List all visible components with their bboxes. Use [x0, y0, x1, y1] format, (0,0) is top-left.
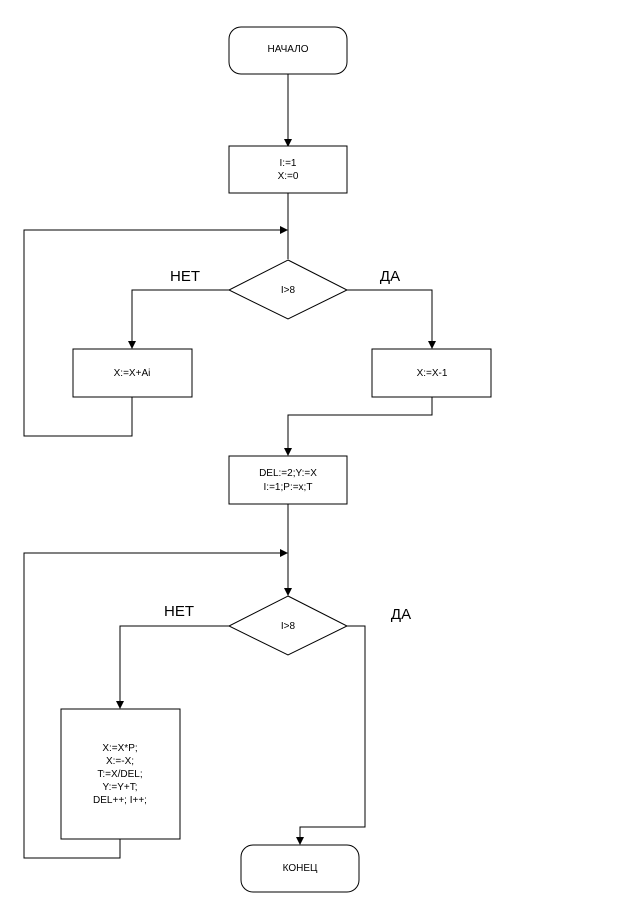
arrowhead [128, 341, 136, 349]
init2-process: DEL:=2;Y:=X I:=1;P:=x;T [228, 455, 348, 505]
init-line-2: X:=0 [278, 171, 299, 182]
end-terminal: КОНЕЦ [240, 844, 360, 893]
connector-loop-back-2 [23, 552, 281, 859]
branch-label-no-1: НЕТ [170, 268, 200, 285]
arrowhead [284, 588, 292, 596]
connector-decision2-no [119, 625, 229, 702]
dec-label: X:=X-1 [417, 368, 448, 379]
loop-body-line-2: X:=-X; [106, 756, 134, 767]
loop-body-process: X:=X*P; X:=-X; T:=X/DEL; Y:=Y+T; DEL++; … [60, 708, 181, 840]
start-label: НАЧАЛО [267, 44, 308, 55]
init-line-1: I:=1 [280, 158, 297, 169]
arrowhead [280, 226, 288, 234]
add-process: X:=X+Ai [72, 348, 193, 398]
loop-body-line-5: DEL++; I++; [93, 795, 147, 806]
branch-label-no-2: НЕТ [164, 603, 194, 620]
connector-decision1-yes [347, 289, 433, 342]
decision-2: I>8 [227, 595, 349, 656]
init2-line-1: DEL:=2;Y:=X [259, 468, 317, 479]
decision-1: I>8 [227, 259, 349, 320]
arrowhead [284, 139, 292, 147]
arrowhead [284, 448, 292, 456]
decision-2-label: I>8 [281, 621, 296, 632]
connector-loop-back-1 [23, 229, 281, 437]
dec-process: X:=X-1 [371, 348, 492, 398]
add-label: X:=X+Ai [114, 368, 151, 379]
loop-body-line-1: X:=X*P; [102, 743, 137, 754]
branch-label-yes-1: ДА [380, 268, 400, 285]
init2-line-2: I:=1;P:=x;T [264, 482, 313, 493]
arrowhead [116, 701, 124, 709]
loop-body-line-4: Y:=Y+T; [102, 782, 137, 793]
connector-dec-init2 [287, 397, 433, 449]
connector-decision1-no [131, 289, 229, 342]
arrowhead [296, 837, 304, 845]
arrowhead [280, 549, 288, 557]
arrowhead [428, 341, 436, 349]
connector-decision2-yes [299, 625, 366, 838]
branch-label-yes-2: ДА [391, 606, 411, 623]
decision-1-label: I>8 [281, 285, 296, 296]
start-terminal: НАЧАЛО [228, 26, 348, 75]
end-label: КОНЕЦ [283, 863, 318, 874]
connectors [23, 74, 436, 859]
init-process: I:=1 X:=0 [228, 145, 348, 194]
loop-body-line-3: T:=X/DEL; [97, 769, 142, 780]
